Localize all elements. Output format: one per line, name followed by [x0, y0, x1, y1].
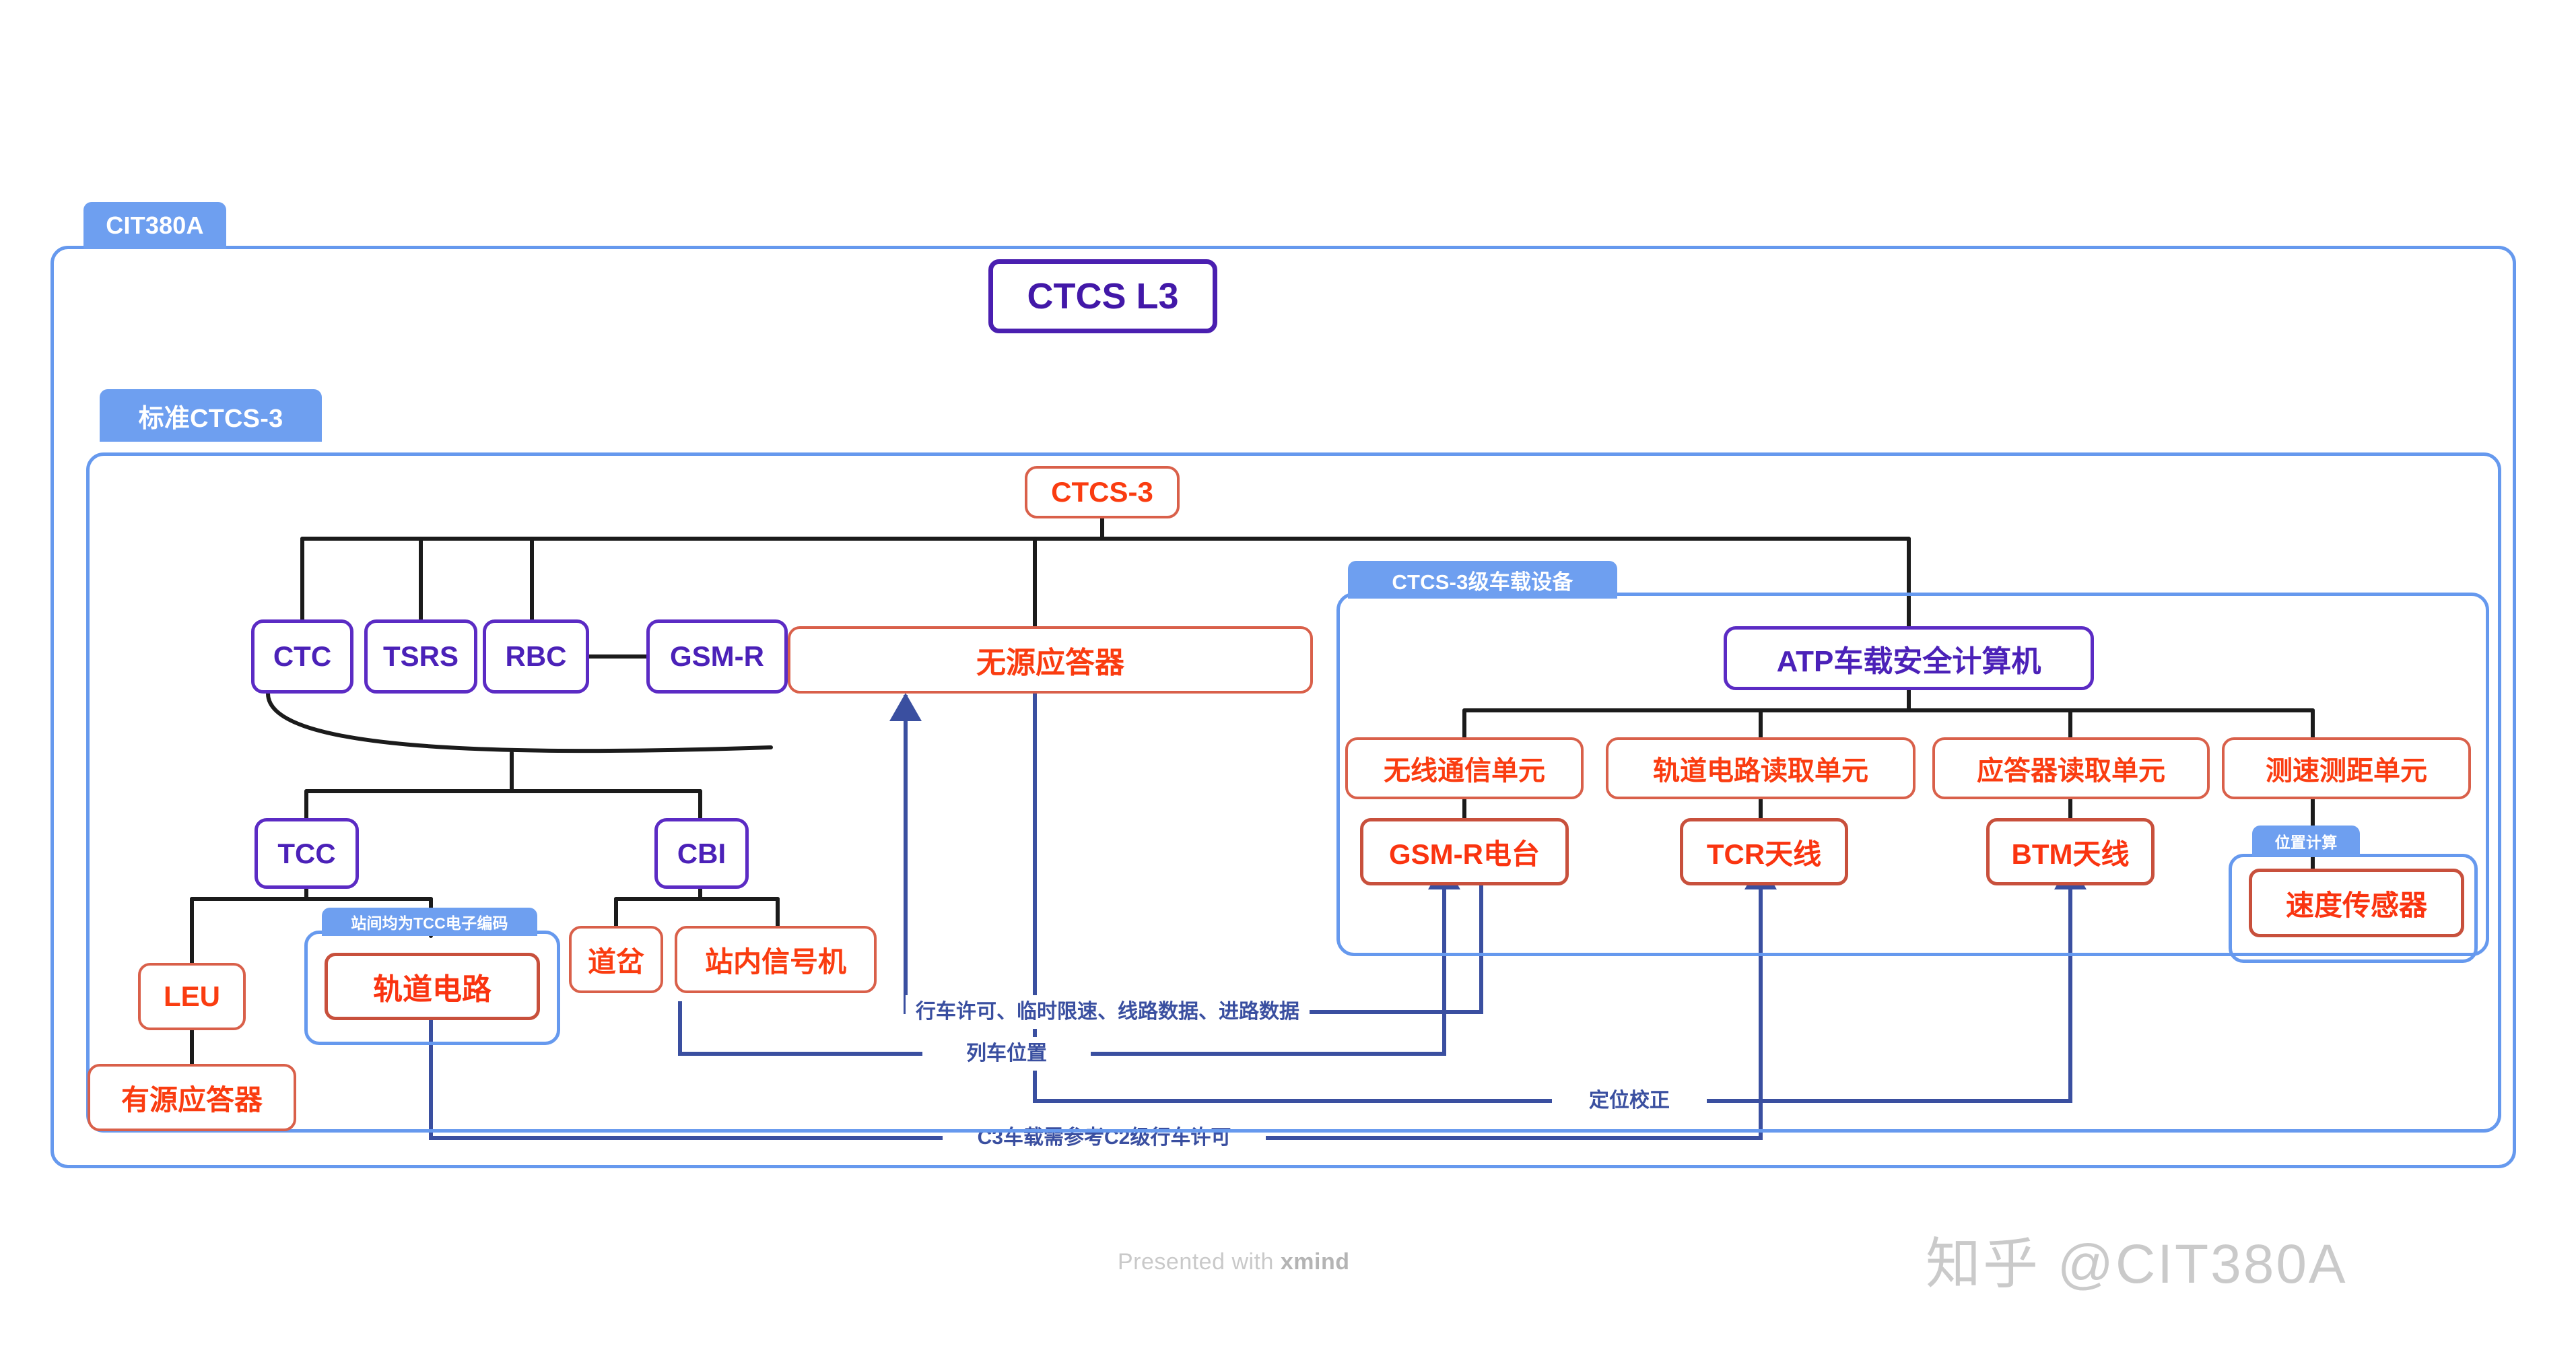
group-tag-position-calc-label: 位置计算	[2274, 834, 2338, 851]
node-ctc-label: CTC	[273, 640, 332, 672]
node-ctc[interactable]: CTC	[251, 619, 353, 694]
node-atp-label: ATP车载安全计算机	[1776, 644, 2041, 678]
node-gsm-r[interactable]: GSM-R	[646, 619, 788, 694]
zhihu-watermark-label: 知乎 @CIT380A	[1926, 1234, 2348, 1295]
node-speed-dist-unit-label: 测速测距单元	[2266, 756, 2427, 786]
node-atp[interactable]: ATP车载安全计算机	[1724, 626, 2094, 690]
edge-label-position-correction: 定位校正	[1589, 1089, 1670, 1112]
node-active-balise[interactable]: 有源应答器	[88, 1064, 296, 1131]
node-balise-read-unit-label: 应答器读取单元	[1977, 756, 2165, 786]
group-standard-ctcs3	[86, 452, 2501, 1133]
group-tag-track-circuit-label: 站间均为TCC电子编码	[351, 914, 508, 932]
group-tag-cit380a: CIT380A	[83, 202, 226, 249]
node-gsm-r-label: GSM-R	[670, 640, 764, 672]
node-speed-sensor-label: 速度传感器	[2285, 889, 2427, 921]
group-tag-onboard-equipment: CTCS-3级车载设备	[1348, 561, 1617, 599]
node-station-signal[interactable]: 站内信号机	[675, 926, 877, 993]
node-balise-read-unit[interactable]: 应答器读取单元	[1932, 737, 2210, 799]
node-tsrs[interactable]: TSRS	[364, 619, 477, 694]
node-track-read-unit-label: 轨道电路读取单元	[1653, 756, 1868, 786]
group-tag-position-calc: 位置计算	[2252, 826, 2360, 856]
node-root-ctcs-l3-label: CTCS L3	[1027, 276, 1179, 316]
node-cbi[interactable]: CBI	[654, 818, 749, 889]
node-btm-antenna-label: BTM天线	[2011, 838, 2130, 870]
group-onboard-equipment	[1336, 593, 2489, 956]
group-tag-standard-ctcs3: 标准CTCS-3	[100, 389, 322, 442]
group-tag-onboard-equipment-label: CTCS-3级车载设备	[1392, 570, 1573, 594]
node-passive-balise[interactable]: 无源应答器	[788, 626, 1313, 694]
node-leu[interactable]: LEU	[138, 963, 246, 1030]
edge-label-movement-authority: 行车许可、临时限速、线路数据、进路数据	[915, 1000, 1299, 1023]
node-root-ctcs-l3[interactable]: CTCS L3	[988, 259, 1217, 333]
zhihu-watermark: 知乎 @CIT380A	[1926, 1219, 2348, 1299]
node-track-circuit-label: 轨道电路	[373, 973, 492, 1006]
node-ctcs-3[interactable]: CTCS-3	[1025, 466, 1180, 518]
node-tcr-antenna[interactable]: TCR天线	[1680, 818, 1848, 885]
node-cbi-label: CBI	[677, 837, 726, 869]
node-tsrs-label: TSRS	[382, 640, 459, 672]
node-passive-balise-label: 无源应答器	[976, 646, 1124, 679]
group-tag-standard-ctcs3-label: 标准CTCS-3	[138, 404, 283, 433]
node-tcr-antenna-label: TCR天线	[1706, 838, 1822, 870]
node-leu-label: LEU	[164, 980, 220, 1012]
node-rbc[interactable]: RBC	[483, 619, 589, 694]
node-tcc[interactable]: TCC	[255, 818, 359, 889]
node-switch-label: 道岔	[587, 945, 644, 978]
group-tag-track-circuit: 站间均为TCC电子编码	[322, 908, 537, 936]
edge-label-train-position: 列车位置	[966, 1042, 1047, 1065]
group-cit380a	[50, 246, 2516, 1168]
node-gsmr-radio-label: GSM-R电台	[1389, 838, 1540, 870]
node-track-circuit[interactable]: 轨道电路	[325, 953, 540, 1020]
xmind-footer: Presented with xmind	[1118, 1249, 1349, 1275]
group-tag-cit380a-label: CIT380A	[106, 211, 204, 239]
xmind-footer-brand: xmind	[1280, 1249, 1350, 1275]
node-active-balise-label: 有源应答器	[121, 1083, 263, 1116]
node-speed-dist-unit[interactable]: 测速测距单元	[2222, 737, 2471, 799]
node-gsmr-radio[interactable]: GSM-R电台	[1360, 818, 1569, 885]
node-rbc-label: RBC	[505, 640, 567, 672]
node-radio-unit[interactable]: 无线通信单元	[1345, 737, 1584, 799]
node-station-signal-label: 站内信号机	[704, 945, 846, 978]
node-radio-unit-label: 无线通信单元	[1384, 756, 1545, 786]
node-switch[interactable]: 道岔	[569, 926, 663, 993]
node-speed-sensor[interactable]: 速度传感器	[2249, 869, 2464, 937]
node-ctcs-3-label: CTCS-3	[1051, 476, 1153, 508]
node-btm-antenna[interactable]: BTM天线	[1986, 818, 2155, 885]
node-track-read-unit[interactable]: 轨道电路读取单元	[1606, 737, 1916, 799]
node-tcc-label: TCC	[277, 837, 336, 869]
xmind-footer-prefix: Presented with	[1118, 1249, 1281, 1275]
